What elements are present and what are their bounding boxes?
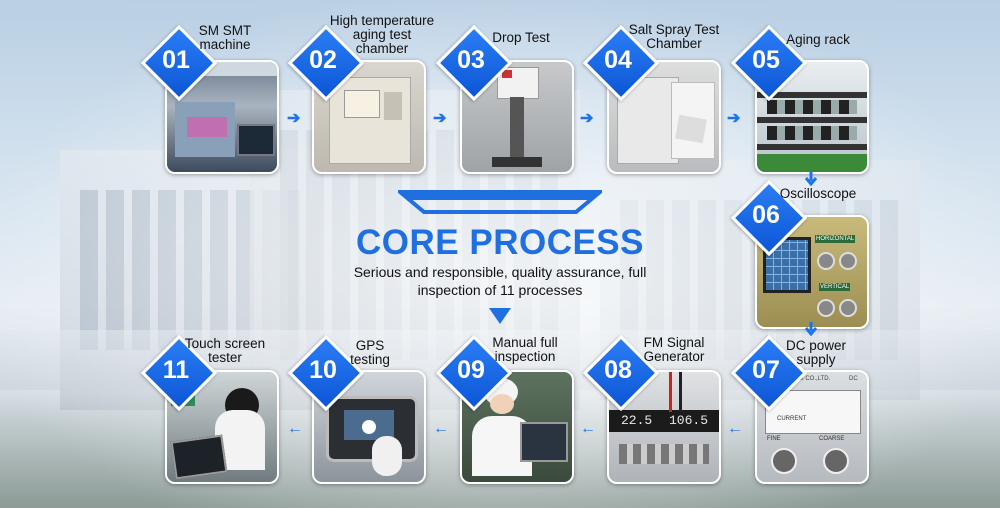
step-label-line: Chamber: [646, 36, 702, 51]
page-subtitle: Serious and responsible, quality assuran…: [353, 264, 647, 298]
step-label-line: Generator: [643, 349, 705, 364]
step-label-line: tester: [208, 350, 242, 365]
step-label-line: aging test: [352, 27, 412, 42]
step-label-line: chamber: [355, 41, 409, 56]
step-number: 04: [604, 45, 632, 74]
arrow-right-icon: ➔: [287, 110, 301, 127]
step-label: Aging rack: [758, 33, 878, 47]
arrow-right-icon: ➔: [580, 110, 594, 127]
page-title: CORE PROCESS: [356, 223, 644, 262]
step-label-line: testing: [350, 352, 390, 367]
arrow-down-icon: [804, 172, 818, 186]
step-label-line: Touch screen: [184, 336, 266, 351]
step-label-line: High temperature: [329, 13, 435, 28]
funnel-shape: [398, 190, 602, 214]
step-label-line: SM SMT: [198, 23, 252, 38]
step-label: Drop Test: [461, 31, 581, 45]
step-number: 10: [309, 355, 337, 384]
arrow-right-icon: ➔: [433, 110, 447, 127]
step-number: 03: [457, 45, 485, 74]
step-label-line: Salt Spray Test: [628, 22, 720, 37]
step-label-line: Oscilloscope: [779, 186, 857, 201]
step-label-line: Aging rack: [786, 32, 850, 47]
step-label-line: FM Signal: [643, 335, 705, 350]
step-label-line: DC power: [785, 338, 847, 353]
step-label-line: Manual full: [492, 335, 558, 350]
chevron-down-icon: [489, 308, 511, 324]
step-number: 06: [752, 200, 780, 229]
arrow-right-icon: ➔: [727, 110, 741, 127]
step-number: 09: [457, 355, 485, 384]
step-number: 07: [752, 355, 780, 384]
step-number: 02: [309, 45, 337, 74]
arrow-left-icon: ←: [287, 420, 303, 437]
step-number: 05: [752, 45, 780, 74]
step-label: Oscilloscope: [758, 187, 878, 201]
step-label-line: supply: [796, 352, 836, 367]
aging-rack-photo: [755, 60, 869, 174]
step-label-line: inspection: [494, 349, 556, 364]
arrow-left-icon: ←: [433, 420, 449, 437]
step-number: 01: [162, 45, 190, 74]
step-label-line: GPS: [355, 338, 385, 353]
arrow-left-icon: ←: [580, 420, 596, 437]
arrow-down-icon: [804, 322, 818, 336]
aging-chamber-photo: [312, 60, 426, 174]
step-label-line: machine: [199, 37, 251, 52]
arrow-left-icon: ←: [727, 420, 743, 437]
step-label-line: Drop Test: [492, 30, 550, 45]
step-number: 08: [604, 355, 632, 384]
step-number: 11: [162, 355, 190, 384]
